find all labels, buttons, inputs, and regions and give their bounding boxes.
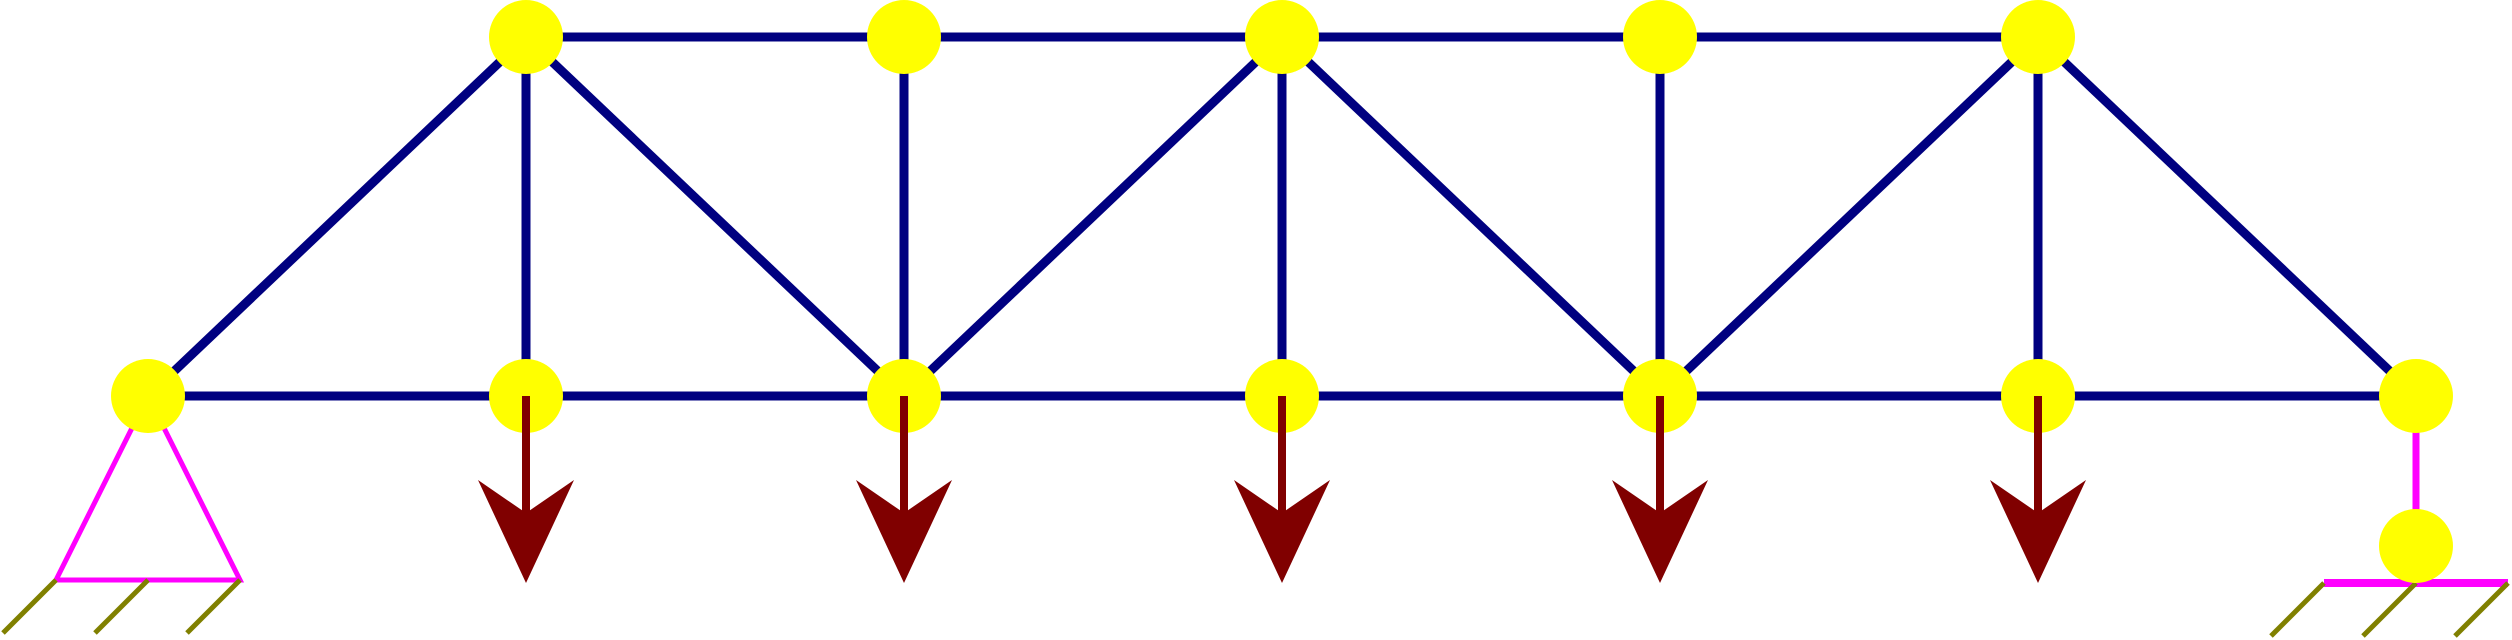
truss-node: [489, 0, 563, 74]
load-arrow-head: [1234, 480, 1330, 583]
load-arrow-head: [1990, 480, 2086, 583]
members-layer: [144, 32, 2420, 401]
roller-node: [2379, 509, 2453, 583]
truss-member: [1656, 33, 2042, 400]
truss-member: [522, 33, 908, 400]
supports-layer: [1, 390, 2510, 638]
loads-layer: [478, 396, 2086, 583]
ground-hatch-line: [93, 578, 150, 635]
ground-hatch-line: [2269, 581, 2326, 638]
ground-hatch-line: [185, 578, 242, 635]
load-arrow-head: [1612, 480, 1708, 583]
truss-member: [2034, 33, 2420, 400]
truss-node: [867, 0, 941, 74]
truss-node: [2001, 0, 2075, 74]
nodes-layer: [111, 0, 2453, 583]
truss-node: [1623, 0, 1697, 74]
ground-hatch-line: [2453, 581, 2510, 638]
ground-hatch-line: [1, 578, 58, 635]
truss-member: [900, 33, 1286, 400]
truss-member: [1278, 33, 1664, 400]
truss-node: [111, 359, 185, 433]
ground-hatch-line: [2361, 581, 2418, 638]
load-arrow-head: [856, 480, 952, 583]
truss-node: [1245, 0, 1319, 74]
load-arrow-head: [478, 480, 574, 583]
truss-node: [2379, 359, 2453, 433]
truss-member: [144, 33, 530, 400]
